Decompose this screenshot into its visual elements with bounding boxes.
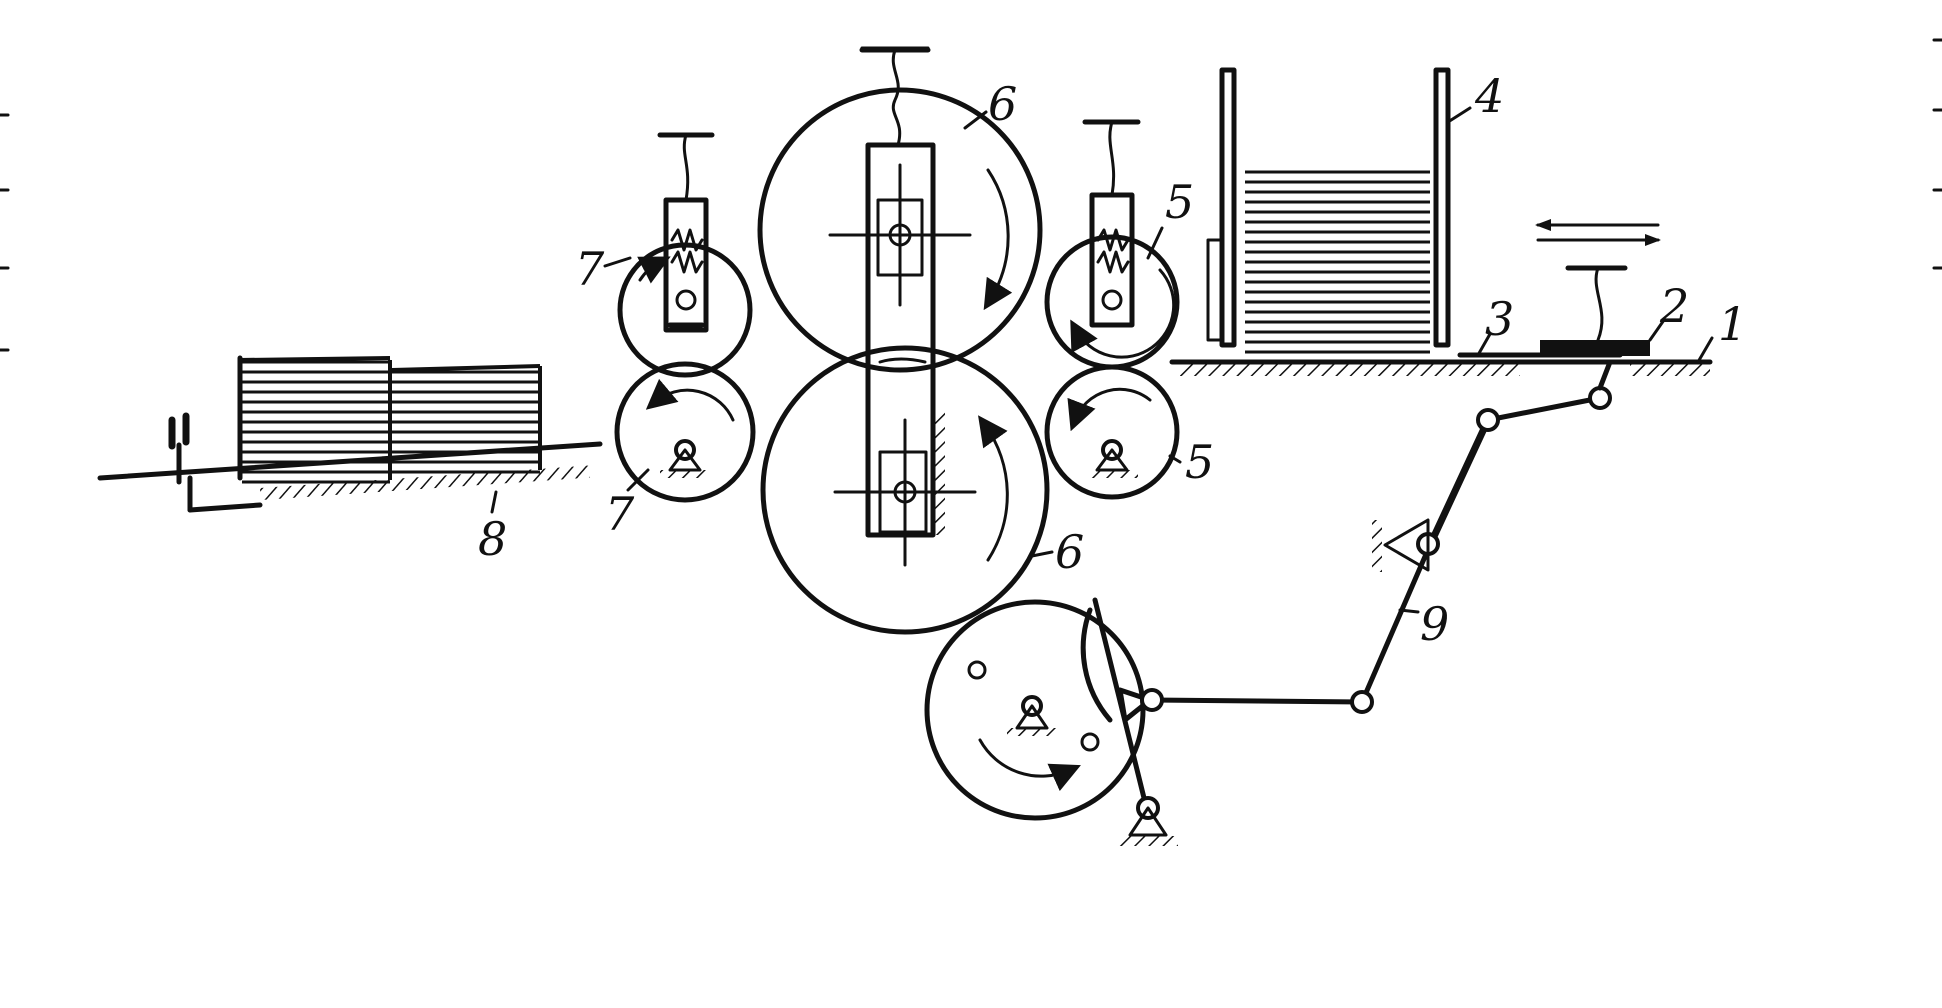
cam-linkage-9: [924, 359, 1613, 846]
feed-magazine-4: [1169, 67, 1713, 376]
blank-sheet-stack: [1245, 170, 1430, 354]
margin-ticks: [0, 38, 1942, 352]
label-8: 8: [478, 512, 507, 566]
stack-edge: [239, 356, 391, 362]
label-5-top: 5: [1165, 175, 1194, 229]
label-6-bottom: 6: [1055, 525, 1084, 579]
reference-labels: 1 2 3 4 5 5 6 6 7 7 8 9: [478, 69, 1747, 651]
label-6-top: 6: [988, 77, 1017, 131]
label-7-bottom: 7: [605, 487, 635, 541]
label-1: 1: [1718, 297, 1747, 351]
delivered-sheet-stack: [239, 356, 542, 484]
delivery-table-assembly: [97, 355, 603, 513]
label-9: 9: [1420, 597, 1449, 651]
label-4: 4: [1474, 69, 1504, 123]
stack-edge: [391, 364, 541, 372]
feed-gripper-2: [1540, 340, 1650, 356]
label-5-bottom: 5: [1185, 435, 1214, 489]
label-7-top: 7: [575, 242, 605, 296]
roller-pair-7: [614, 132, 756, 503]
ground-hatch: [260, 465, 591, 500]
impression-cylinders-6: [757, 46, 1050, 635]
label-2: 2: [1659, 279, 1689, 333]
roller-pair-5: [1044, 119, 1180, 500]
